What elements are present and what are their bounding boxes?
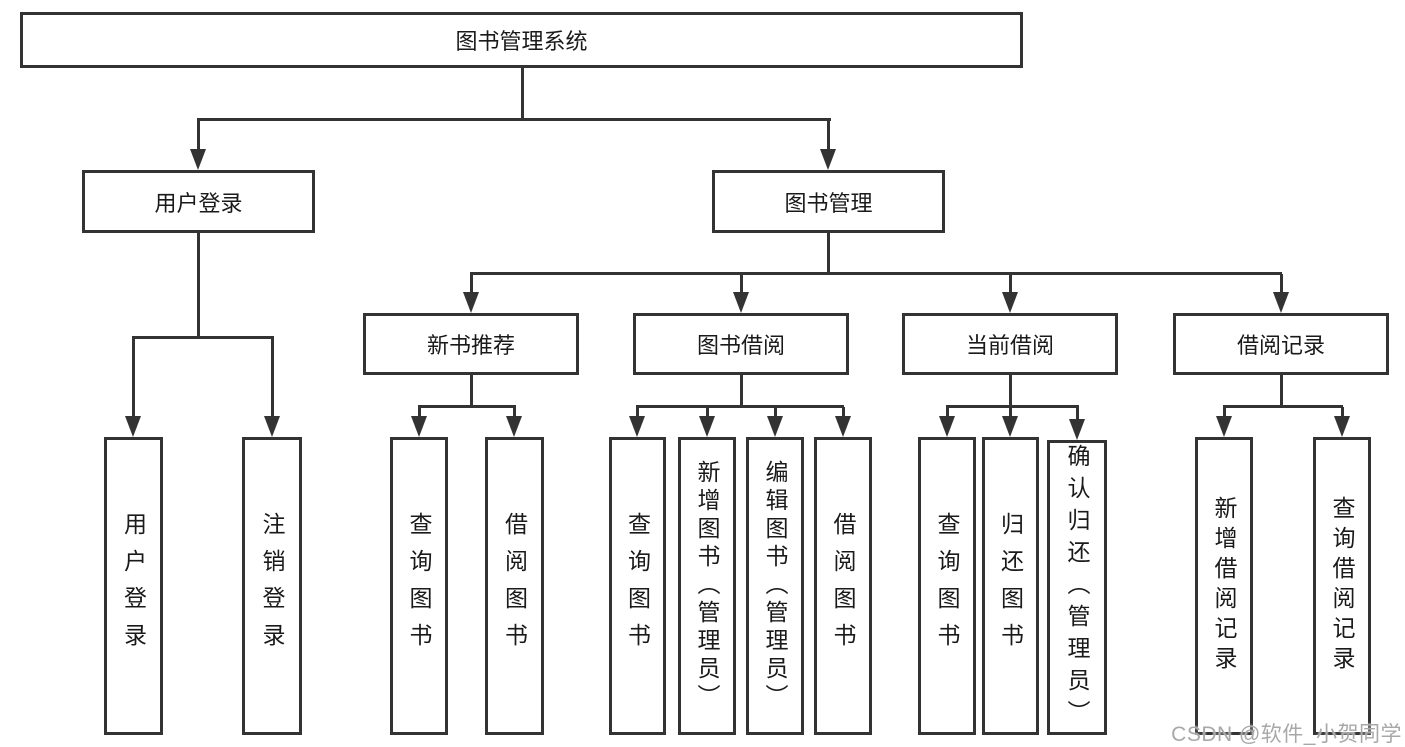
node-logout: 注销登录	[242, 437, 302, 735]
node-user-login-leaf: 用户登录	[104, 437, 163, 735]
node-label: 用户登录	[120, 512, 147, 660]
connector-line	[1009, 407, 1012, 420]
node-label: 当前借阅	[965, 333, 1054, 358]
connector-line	[521, 66, 524, 120]
node-label: 借阅图书	[501, 512, 528, 660]
connector-line	[132, 338, 135, 422]
connector-line	[1076, 407, 1079, 422]
connector-line	[197, 118, 831, 121]
arrow-down-icon	[699, 416, 715, 437]
node-label: 用户登录	[154, 190, 243, 216]
node-current-borrowing: 当前借阅	[902, 313, 1118, 375]
connector-line	[740, 274, 743, 296]
node-label: 图书管理系统	[455, 29, 588, 54]
node-return-books: 归还图书	[982, 437, 1039, 735]
node-add-book-admin: 新增图书（管理员）	[678, 437, 736, 735]
connector-line	[1009, 274, 1012, 296]
connector-line	[774, 407, 777, 420]
connector-line	[636, 407, 639, 420]
arrow-down-icon	[190, 149, 206, 170]
connector-line	[827, 120, 830, 154]
node-query-books-borrowing: 查询图书	[609, 437, 666, 735]
connector-line	[1223, 405, 1343, 408]
arrow-down-icon	[1002, 416, 1018, 437]
watermark: CSDN @软件_小贺同学	[1171, 723, 1402, 746]
node-label: 查询图书	[624, 512, 651, 660]
arrow-down-icon	[506, 416, 522, 437]
node-label: 确认归还（管理员）	[1064, 443, 1090, 732]
node-label: 查询图书	[406, 512, 432, 660]
connector-line	[418, 405, 516, 408]
arrow-down-icon	[1334, 416, 1350, 437]
arrow-down-icon	[835, 416, 851, 437]
node-user-login: 用户登录	[82, 170, 315, 233]
connector-line	[842, 407, 845, 420]
connector-line	[271, 338, 274, 422]
node-label: 新增借阅记录	[1211, 496, 1237, 676]
connector-line	[740, 375, 743, 407]
connector-line	[197, 233, 200, 339]
node-borrow-books-borrowing: 借阅图书	[814, 437, 872, 735]
arrow-down-icon	[767, 416, 783, 437]
node-add-borrow-record: 新增借阅记录	[1195, 437, 1253, 735]
node-label: 新增图书（管理员）	[694, 460, 720, 712]
node-label: 归还图书	[997, 512, 1024, 660]
arrow-down-icon	[463, 292, 479, 313]
connector-line	[1223, 407, 1226, 420]
arrow-down-icon	[1002, 292, 1018, 313]
arrow-down-icon	[264, 416, 280, 437]
arrow-down-icon	[1069, 419, 1085, 440]
connector-line	[197, 120, 200, 154]
node-label: 编辑图书（管理员）	[762, 460, 788, 712]
arrow-down-icon	[125, 416, 141, 437]
node-label: 借阅图书	[830, 512, 856, 660]
node-query-books-recommend: 查询图书	[390, 437, 448, 735]
node-borrowing-records: 借阅记录	[1173, 313, 1389, 375]
connector-line	[1280, 274, 1283, 296]
connector-line	[470, 274, 473, 296]
node-query-books-current: 查询图书	[918, 437, 976, 735]
connector-line	[1009, 375, 1012, 407]
node-edit-book-admin: 编辑图书（管理员）	[746, 437, 804, 735]
node-label: 注销登录	[259, 512, 285, 660]
node-label: 图书管理	[784, 190, 873, 216]
node-book-borrowing: 图书借阅	[633, 313, 849, 375]
connector-line	[1341, 407, 1344, 420]
connector-line	[636, 405, 844, 408]
arrow-down-icon	[1216, 416, 1232, 437]
node-label: 查询图书	[934, 512, 960, 660]
node-borrow-books-recommend: 借阅图书	[485, 437, 544, 735]
connector-line	[470, 272, 1282, 275]
arrow-down-icon	[733, 292, 749, 313]
arrow-down-icon	[629, 416, 645, 437]
node-book-management: 图书管理	[712, 170, 945, 233]
connector-line	[470, 375, 473, 407]
arrow-down-icon	[939, 416, 955, 437]
connector-line	[946, 405, 1079, 408]
connector-line	[946, 407, 949, 420]
arrow-down-icon	[1273, 292, 1289, 313]
node-label: 新书推荐	[426, 333, 515, 358]
node-confirm-return-admin: 确认归还（管理员）	[1047, 440, 1107, 735]
connector-line	[1280, 375, 1283, 407]
node-label: 图书借阅	[696, 333, 785, 358]
connector-line	[418, 407, 421, 420]
arrow-down-icon	[411, 416, 427, 437]
node-label: 查询借阅记录	[1329, 496, 1355, 676]
connector-line	[827, 233, 830, 275]
arrow-down-icon	[820, 149, 836, 170]
node-label: 借阅记录	[1236, 333, 1325, 358]
node-new-book-recommendation: 新书推荐	[363, 313, 579, 375]
connector-line	[132, 336, 274, 339]
connector-line	[706, 407, 709, 420]
node-library-management-system: 图书管理系统	[20, 12, 1023, 68]
node-query-borrow-record: 查询借阅记录	[1313, 437, 1371, 735]
connector-line	[513, 407, 516, 420]
